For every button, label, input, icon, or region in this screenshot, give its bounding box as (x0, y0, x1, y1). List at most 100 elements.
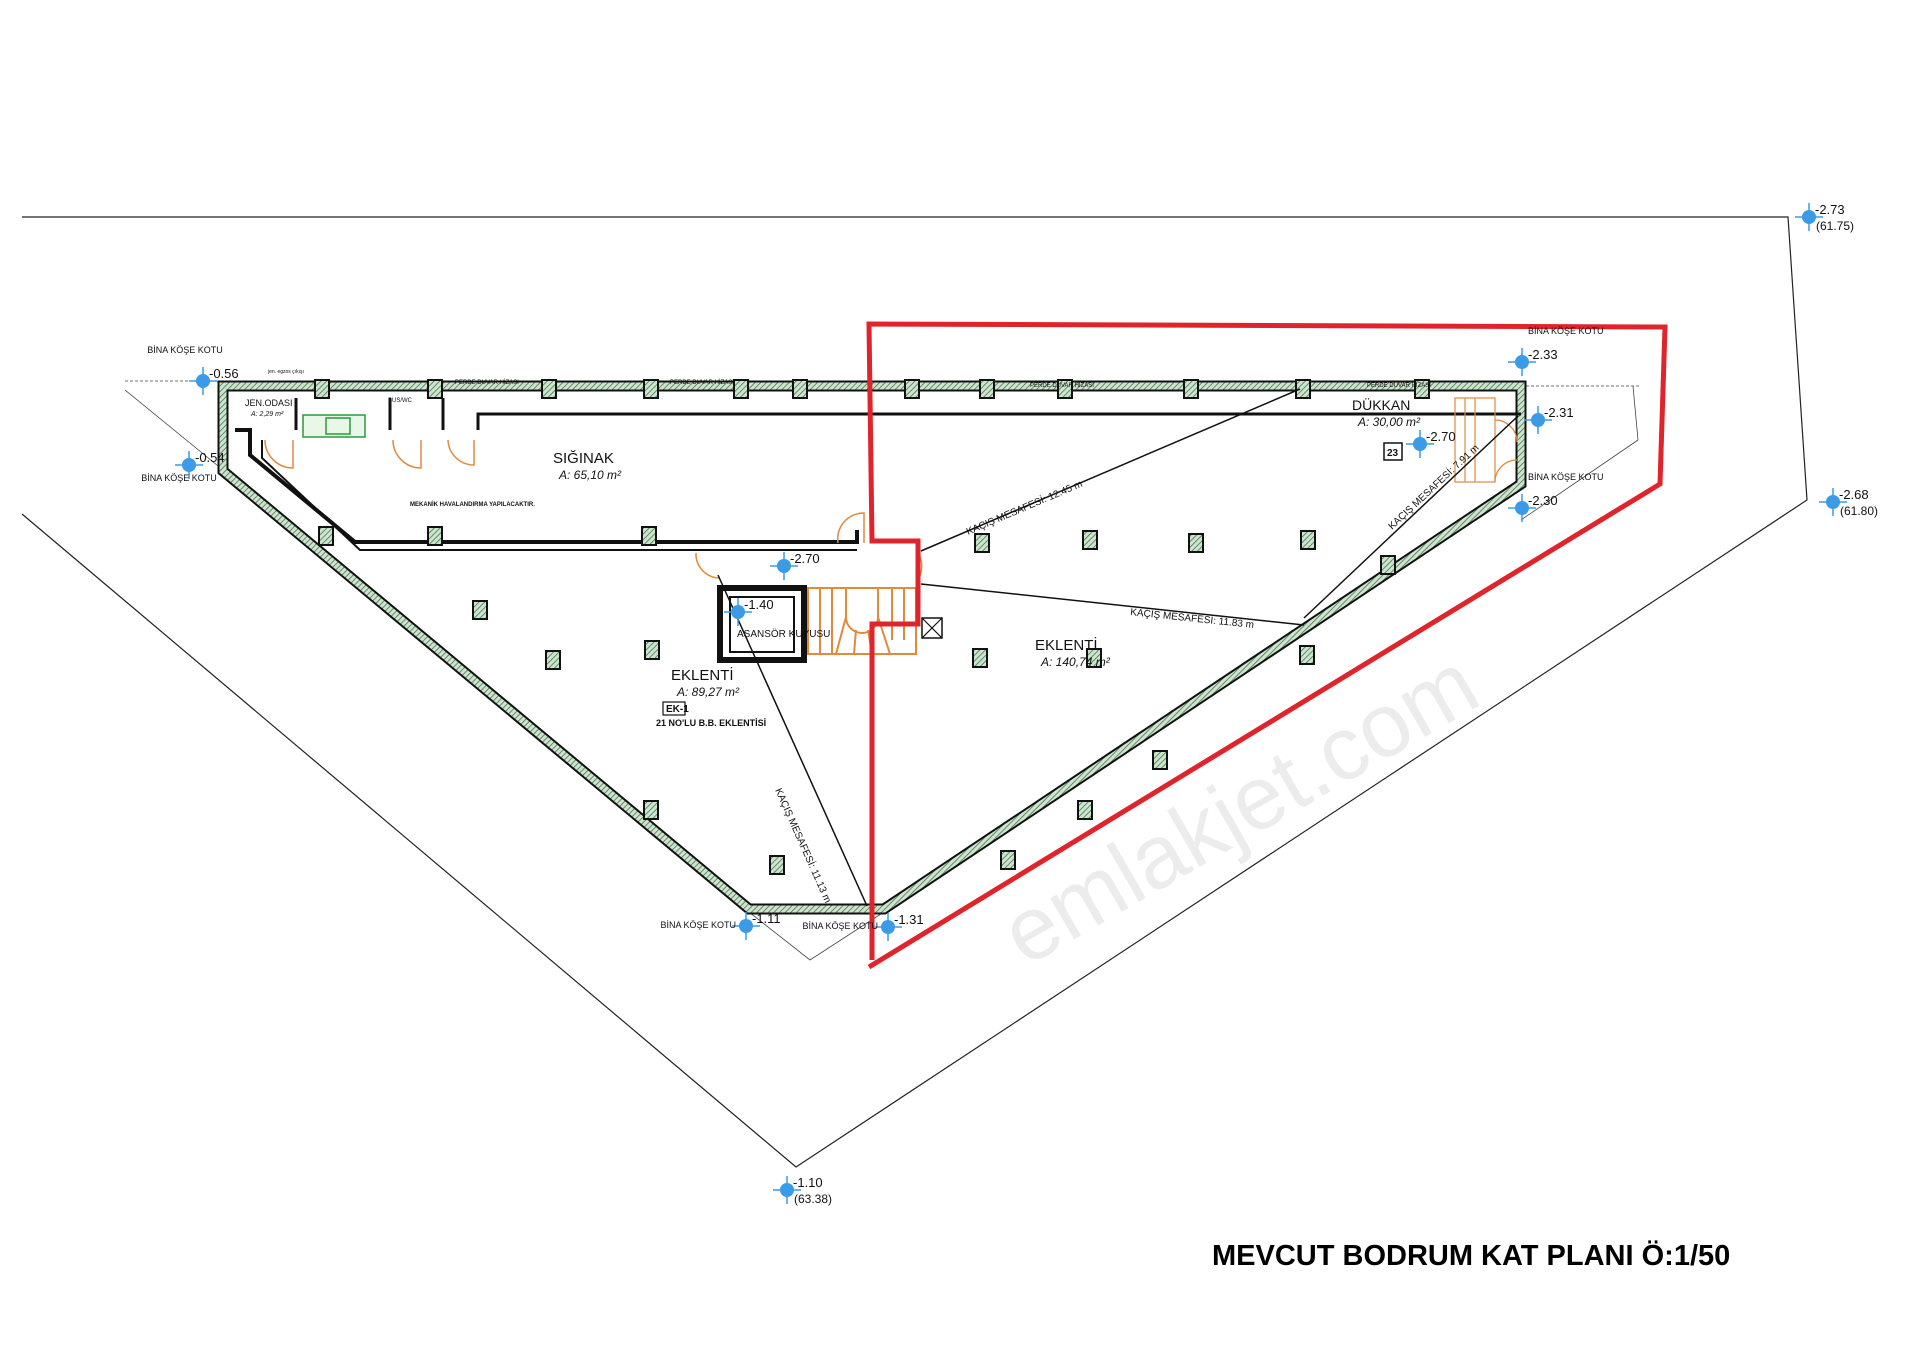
wall-line-label: PERDE DUVAR HİZASI (455, 379, 519, 386)
column (1414, 379, 1430, 399)
column (1188, 533, 1204, 553)
watermark: emlakjet.com (985, 633, 1494, 985)
wc-label: BUS/WC (388, 398, 413, 404)
elevation-point-icon (1413, 437, 1427, 451)
corner-elevation-label: BİNA KÖŞE KOTU (802, 921, 878, 931)
elevation-value: -1.11 (752, 911, 781, 926)
column (1152, 750, 1168, 770)
column (979, 379, 995, 399)
shelter-inner-wall-2 (261, 440, 857, 551)
corner-elevation-label: BİNA KÖŞE KOTU (1528, 326, 1604, 336)
room-area: A: 140,74 m² (1040, 655, 1111, 669)
elevation-marker: -2.73 (61.75) (1795, 202, 1854, 233)
elevation-value: -1.31 (894, 912, 924, 927)
door-swing (392, 439, 422, 469)
elevator-shaft (717, 585, 807, 663)
elevation-marker: -2.33 BİNA KÖŞE KOTU (1508, 326, 1604, 376)
staircase (807, 587, 917, 655)
elevation-value: -2.33 (1528, 347, 1558, 362)
room-name: EKLENTİ (671, 666, 734, 684)
elevation-point-icon (182, 458, 196, 472)
elevation-marker: -2.31 (1524, 405, 1574, 434)
column (904, 379, 920, 399)
elevation-point-icon (1531, 413, 1545, 427)
column (1082, 530, 1098, 550)
elevation-marker: -1.10(63.38) (773, 1175, 832, 1206)
escape-distance-label: KAÇIŞ MESAFESİ: 11.13 m (772, 786, 834, 905)
room-tag: EK-1 (666, 704, 689, 715)
setback-line-right-diag (1520, 385, 1639, 521)
door-swing (264, 439, 294, 469)
elevation-point-icon (739, 919, 753, 933)
room-name: SIĞINAK (553, 450, 614, 467)
wall-line-label: PERDE DUVAR HİZASI (670, 379, 734, 386)
elevation-value: -2.70 (1426, 429, 1456, 444)
elevation-value: -2.70 (790, 551, 820, 566)
room-name: EKLENTİ (1035, 636, 1098, 654)
room-area: A: 89,27 m² (676, 685, 740, 699)
column (1380, 555, 1396, 575)
ventilation-note: MEKANİK HAVALANDIRMA YAPILACAKTIR. (410, 501, 535, 508)
highlighted-unit-boundary (866, 321, 1668, 970)
tag-box (1383, 442, 1403, 461)
elevation-point-icon (1802, 210, 1816, 224)
elevation-value: -2.68 (1839, 487, 1869, 502)
shop-staircase (1454, 397, 1518, 483)
shaft-box (921, 617, 943, 639)
room-note: 21 NO'LU B.B. EKLENTİSİ (656, 718, 766, 728)
column (472, 600, 488, 620)
setback-line-bottom (748, 911, 885, 961)
column (1295, 379, 1311, 399)
elevation-value: -1.40 (744, 597, 774, 612)
setback-diag-left (124, 389, 224, 471)
elevation-marker: -2.30 BİNA KÖŞE KOTU (1508, 472, 1604, 522)
column (733, 379, 749, 399)
column (1299, 645, 1315, 665)
corner-elevation-label: BİNA KÖŞE KOTU (660, 920, 736, 930)
shelter-top-inner (476, 412, 1521, 430)
elevation-point-icon (1515, 501, 1529, 515)
column (1183, 379, 1199, 399)
room-area: A: 65,10 m² (558, 468, 622, 482)
elevation-marker: -1.40 (724, 597, 774, 626)
elevation-value: -0.56 (209, 366, 239, 381)
elevation-value: -2.31 (1544, 405, 1574, 420)
corner-elevation-label: BİNA KÖŞE KOTU (1528, 472, 1604, 482)
column (427, 379, 443, 399)
column (643, 379, 659, 399)
columns (314, 379, 1430, 875)
escape-line (1303, 415, 1519, 619)
elevation-point-icon (731, 605, 745, 619)
room-name: DÜKKAN (1352, 396, 1410, 413)
corner-elevation-label: BİNA KÖŞE KOTU (141, 473, 217, 483)
elevation-point-icon (1515, 355, 1529, 369)
property-boundary (21, 216, 1808, 1168)
column (318, 526, 334, 546)
door-swing (836, 512, 865, 544)
column (641, 526, 657, 546)
elevation-reference: (61.75) (1816, 219, 1854, 233)
column (427, 526, 443, 546)
column (769, 855, 785, 875)
column (314, 379, 330, 399)
column (643, 800, 659, 820)
room-area: A: 2,29 m² (250, 411, 284, 418)
column (541, 379, 557, 399)
column (1000, 850, 1016, 870)
elevation-marker: -2.70 (770, 551, 820, 580)
elevation-point-icon (196, 374, 210, 388)
elevation-value: -2.73 (1815, 202, 1845, 217)
sink-icon (325, 417, 351, 435)
column (1057, 379, 1073, 399)
column (1086, 648, 1102, 668)
escape-line (717, 574, 868, 907)
elevation-point-icon (1826, 495, 1840, 509)
elevation-value: -0.54 (195, 450, 225, 465)
elevation-value: -2.30 (1528, 493, 1558, 508)
elevation-marker: -2.68(61.80) (1819, 487, 1878, 518)
